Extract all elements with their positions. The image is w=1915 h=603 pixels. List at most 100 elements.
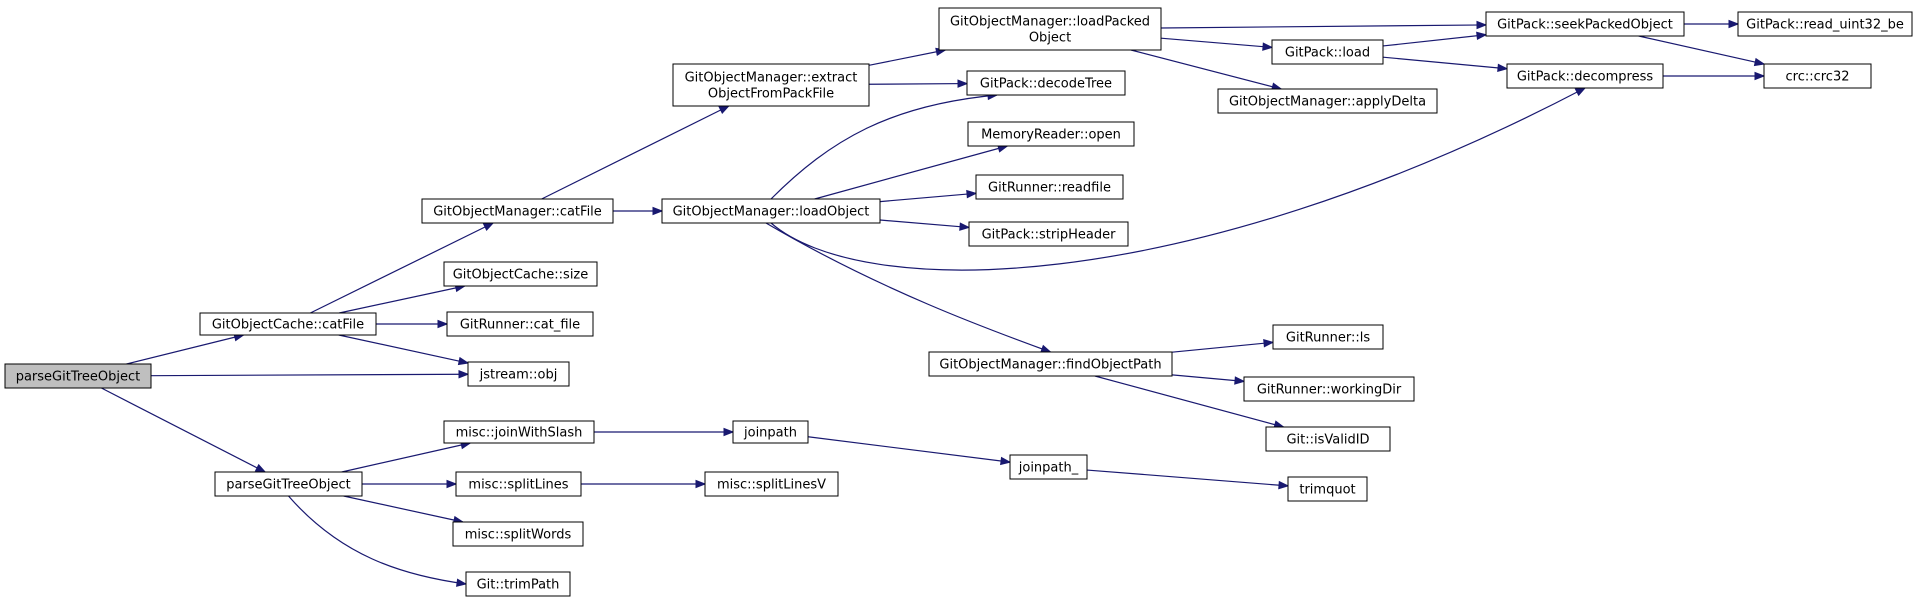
call-nodes: parseGitTreeObject GitObjectCache::catFil… xyxy=(4,7,1913,597)
call-edge-load_packed-to-seek_packed xyxy=(1160,20,1488,30)
node-joinpath-[interactable]: joinpath_ xyxy=(1009,454,1088,480)
call-edge-decompress-to-crc32 xyxy=(1663,71,1766,81)
call-edge-extract-to-decode_tree xyxy=(868,79,969,88)
node-runner-ls[interactable]: GitRunner::ls xyxy=(1272,324,1384,350)
node-read-uint32[interactable]: GitPack::read_uint32_be xyxy=(1737,11,1913,37)
node-jstream-obj[interactable]: jstream::obj xyxy=(467,361,570,387)
node-box xyxy=(199,312,377,336)
arrowhead-icon xyxy=(718,105,730,115)
node-label: GitRunner::ls xyxy=(1286,331,1370,346)
call-edge-extract-to-load_packed xyxy=(868,47,947,66)
node-box xyxy=(732,420,809,444)
arrowhead-icon xyxy=(1476,31,1488,40)
call-edge-load_object-to-decompress xyxy=(770,87,1587,271)
node-box xyxy=(1243,376,1415,402)
node-label: GitRunner::cat_file xyxy=(460,318,580,333)
node-mem-open[interactable]: MemoryReader::open xyxy=(967,121,1135,147)
call-edge-split_lines-to-split_lines_v xyxy=(581,479,707,489)
node-box xyxy=(704,471,839,497)
call-edge-root-to-parse2 xyxy=(101,387,267,473)
arrowhead-icon xyxy=(1574,87,1587,97)
arrowhead-icon xyxy=(254,463,267,473)
node-label: GitObjectManager::catFile xyxy=(433,205,602,220)
node-box xyxy=(938,7,1162,51)
node-label: ObjectFromPackFile xyxy=(708,87,834,102)
node-trim-path[interactable]: Git::trimPath xyxy=(465,571,571,597)
call-edge-parse2-to-split_words xyxy=(343,495,465,525)
node-pack-load[interactable]: GitPack::load xyxy=(1271,39,1384,65)
node-split-words[interactable]: misc::splitWords xyxy=(452,521,584,547)
node-label: GitObjectCache::catFile xyxy=(212,318,364,333)
node-load-object[interactable]: GitObjectManager::loadObject xyxy=(661,198,881,224)
node-mgr-catfile[interactable]: GitObjectManager::catFile xyxy=(421,198,614,224)
call-edge-cache_catfile-to-runner_catfile xyxy=(376,319,449,329)
node-label: GitPack::read_uint32_be xyxy=(1746,18,1904,33)
node-crc32[interactable]: crc::crc32 xyxy=(1763,63,1872,89)
arrowhead-icon xyxy=(446,479,458,489)
node-box xyxy=(968,221,1129,247)
call-edge-load_packed-to-apply_delta xyxy=(1130,49,1283,91)
arrowhead-icon xyxy=(1753,57,1766,67)
arrowhead-icon xyxy=(457,356,470,366)
node-box xyxy=(1272,324,1384,350)
node-label: GitObjectManager::loadObject xyxy=(673,205,870,220)
node-box xyxy=(1506,63,1664,89)
node-seek-packed[interactable]: GitPack::seekPackedObject xyxy=(1485,11,1685,37)
call-edge-joinpath-to-joinpath_ xyxy=(807,436,1012,466)
node-strip-header[interactable]: GitPack::stripHeader xyxy=(968,221,1129,247)
node-box xyxy=(455,471,582,497)
arrowhead-icon xyxy=(458,370,470,379)
node-trimquot[interactable]: trimquot xyxy=(1287,476,1368,502)
node-box xyxy=(4,363,152,389)
node-box xyxy=(443,261,598,287)
arrowhead-icon xyxy=(723,427,735,437)
node-split-lines[interactable]: misc::splitLines xyxy=(455,471,582,497)
node-box xyxy=(465,571,571,597)
arrowhead-icon xyxy=(1040,344,1052,353)
node-join-slash[interactable]: misc::joinWithSlash xyxy=(443,420,595,444)
node-runner-catfile[interactable]: GitRunner::cat_file xyxy=(446,311,594,337)
node-box xyxy=(1287,476,1368,502)
node-cache-size[interactable]: GitObjectCache::size xyxy=(443,261,598,287)
node-box xyxy=(672,63,870,107)
arrowhead-icon xyxy=(1476,20,1488,30)
node-decode-tree[interactable]: GitPack::decodeTree xyxy=(966,70,1126,96)
node-working-dir[interactable]: GitRunner::workingDir xyxy=(1243,376,1415,402)
node-joinpath[interactable]: joinpath xyxy=(732,420,809,444)
node-cache-catfile[interactable]: GitObjectCache::catFile xyxy=(199,312,377,336)
node-is-valid-id[interactable]: Git::isValidID xyxy=(1265,426,1391,452)
node-extract[interactable]: GitObjectManager::extractObjectFromPackF… xyxy=(672,63,870,107)
call-edge-parse2-to-split_lines xyxy=(362,479,458,489)
arrowhead-icon xyxy=(695,479,707,489)
arrowhead-icon xyxy=(1000,456,1012,466)
call-edge-parse2-to-trim_path xyxy=(288,495,468,587)
node-label: jstream::obj xyxy=(479,368,558,383)
call-edge-load_object-to-strip_header xyxy=(879,219,971,231)
arrowhead-icon xyxy=(957,79,969,88)
node-box xyxy=(446,311,594,337)
node-readfile[interactable]: GitRunner::readfile xyxy=(975,174,1124,200)
node-apply-delta[interactable]: GitObjectManager::applyDelta xyxy=(1217,88,1438,114)
call-edge-mgr_catfile-to-extract xyxy=(541,105,730,200)
node-label: Git::trimPath xyxy=(477,578,560,593)
node-label: misc::joinWithSlash xyxy=(456,426,583,441)
node-box xyxy=(661,198,881,224)
arrowhead-icon xyxy=(652,206,664,216)
node-label: Git::isValidID xyxy=(1286,433,1369,448)
node-label: GitRunner::workingDir xyxy=(1257,383,1402,398)
call-edge-load_packed-to-pack_load xyxy=(1160,37,1274,51)
node-label: misc::splitLinesV xyxy=(717,478,826,493)
node-find-path[interactable]: GitObjectManager::findObjectPath xyxy=(928,351,1173,377)
node-label: GitObjectManager::findObjectPath xyxy=(939,358,1161,373)
node-box xyxy=(214,471,363,497)
call-edge-seek_packed-to-read_uint32 xyxy=(1684,19,1740,29)
node-box xyxy=(443,420,595,444)
node-box xyxy=(967,121,1135,147)
arrowhead-icon xyxy=(1497,63,1509,73)
node-parse2[interactable]: parseGitTreeObject xyxy=(214,471,363,497)
node-decompress[interactable]: GitPack::decompress xyxy=(1506,63,1664,89)
node-label: GitPack::decodeTree xyxy=(980,77,1112,92)
node-split-lines-v[interactable]: misc::splitLinesV xyxy=(704,471,839,497)
